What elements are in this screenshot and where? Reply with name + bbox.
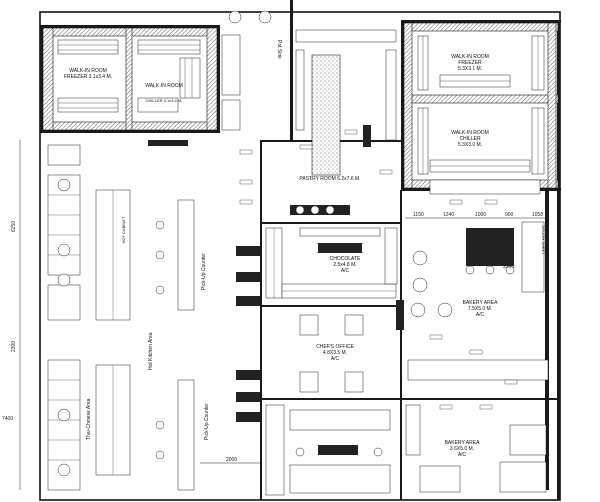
equipment-tags: [239, 129, 518, 410]
pickup-counter-2-label: Pick-Up Counter: [204, 403, 210, 440]
hot-kitchen: Hot Kitchen Area Thai-Chinese Area Pick-…: [47, 144, 210, 491]
bakery-area-small: BAKERY AREA 3.6X5.0 M. A/C: [405, 404, 547, 493]
walkin-freezer-left-line2: FREEZER 3.1x3.4 M.: [64, 74, 112, 80]
pastry-room: PASTRY ROOM 6.2x7.6 M. Pot Sink: [228, 10, 397, 215]
bakery-main-line1: BAKERY AREA: [463, 300, 498, 306]
bakery-ovens: [410, 250, 515, 318]
chocolate-line3: A/C: [341, 268, 350, 274]
pickup-counter-1-label: Pick-Up Counter: [201, 253, 207, 290]
dim-left-2: 2300: [11, 341, 17, 352]
walkin-chiller-right-line3: 5.3X3.0 M.: [458, 142, 482, 148]
walkin-room-left-line1: WALK-IN ROOM: [145, 83, 183, 89]
hot-kitchen-label: Hot Kitchen Area: [148, 332, 154, 370]
dim-right-2300: 2300: [503, 264, 514, 270]
walkin-freezer-left-line1: WALK-IN ROOM: [69, 68, 107, 74]
lower-middle-room: [265, 404, 391, 496]
chocolate-line2: 2.5x4.8 M.: [333, 262, 356, 268]
dim-left-1: 6250: [11, 221, 17, 232]
walkin-chiller-right-line1: WALK-IN ROOM: [451, 130, 489, 136]
bakery-main-line2: 7.5X5.0 M.: [468, 306, 492, 312]
pastry-equipment-circles: [228, 10, 335, 215]
bakery-small-line1: BAKERY AREA: [445, 440, 480, 446]
walkin-freezer-right-line3: 5.3X3.1 M.: [458, 66, 482, 72]
bakery-area-main: BAKERY AREA 7.5X5.0 M. A/C DOUGH SHEET: [407, 179, 549, 381]
chefs-office-line1: CHEF'S OFFICE: [316, 344, 354, 350]
dough-sheeter-label: DOUGH SHEET: [541, 225, 546, 255]
chocolate-room: CHOCOLATE 2.5x4.8 M. A/C: [265, 227, 398, 299]
bakery-small-line2: 3.6X5.0 M.: [450, 446, 474, 452]
walkin-rooms-left: WALK-IN ROOM FREEZER 3.1x3.4 M. WALK-IN …: [42, 27, 218, 131]
walkin-rooms-right: WALK-IN ROOM FREEZER 5.3X3.1 M. WALK-IN …: [403, 22, 559, 189]
dim-top-5: 1058: [532, 212, 543, 218]
chefs-office: CHEF'S OFFICE 4.8X3.5 M. A/C: [299, 300, 404, 393]
dimension-lines: 1150 1240 1000 900 1058 6250 2300 7400 2…: [2, 140, 545, 490]
bakery-small-line3: A/C: [458, 452, 467, 458]
chefs-office-line3: A/C: [331, 356, 340, 362]
chocolate-line1: CHOCOLATE: [330, 256, 361, 262]
dim-top-2: 1240: [443, 212, 454, 218]
walkin-chiller-right-line2: CHILLER: [459, 136, 481, 142]
hot-kitchen-burners: [57, 178, 165, 477]
walkin-freezer-right-line1: WALK-IN ROOM: [451, 54, 489, 60]
dim-bottom-2000: 2000: [226, 457, 237, 463]
pot-sink-label: Pot Sink: [276, 40, 282, 59]
chefs-office-line2: 4.8X3.5 M.: [323, 350, 347, 356]
dim-top-1: 1150: [413, 212, 424, 218]
walkin-freezer-right-line2: FREEZER: [458, 60, 482, 66]
hot-cabinet-label: HOT CABINET: [121, 216, 126, 243]
thai-chinese-label: Thai-Chinese Area: [86, 398, 92, 440]
walkin-room-left-line2: CHILLER 3.1x3.4 M.: [146, 98, 183, 103]
bakery-main-line3: A/C: [476, 312, 485, 318]
pastry-room-label: PASTRY ROOM 6.2x7.6 M.: [299, 176, 360, 182]
dim-top-4: 900: [505, 212, 514, 218]
dim-top-3: 1000: [475, 212, 486, 218]
dim-left-3: 7400: [2, 416, 13, 422]
corridor-storage: [148, 34, 260, 422]
